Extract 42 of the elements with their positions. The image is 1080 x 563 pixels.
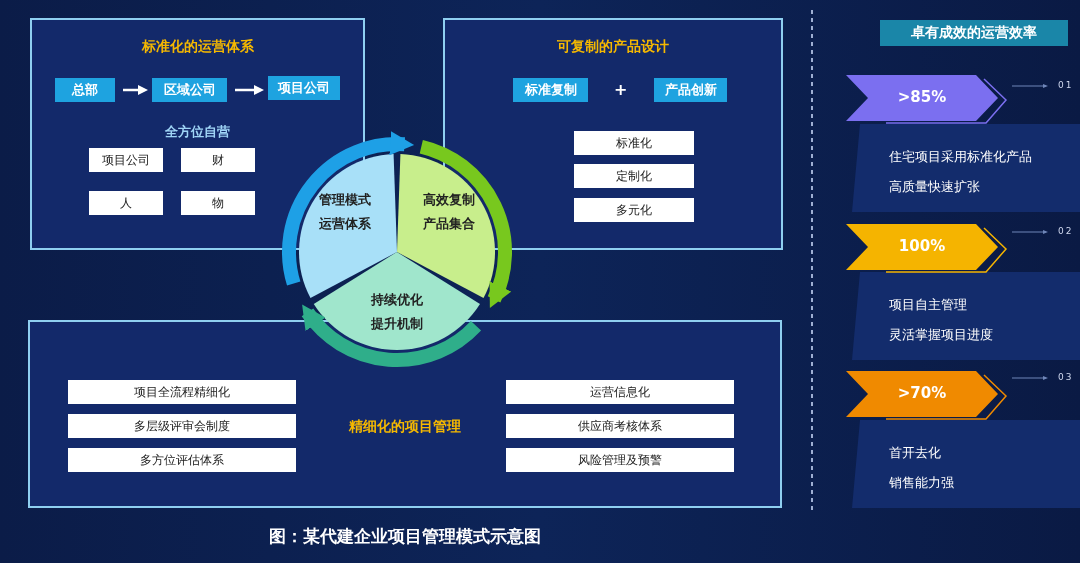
category-tag: 总部	[55, 78, 115, 102]
plus-sign: +	[614, 80, 628, 99]
item-box: 项目公司	[89, 148, 163, 172]
card-text: 灵活掌握项目进度	[889, 326, 993, 344]
pie-segment: 持续优化提升机制	[312, 252, 482, 350]
item-box: 定制化	[574, 164, 694, 188]
category-tag: 项目公司	[268, 76, 340, 100]
step-number: 02	[1058, 226, 1074, 236]
category-tag: 产品创新	[654, 78, 727, 102]
item-box: 人	[89, 191, 163, 215]
card-text: 项目自主管理	[889, 296, 967, 314]
step-number: 01	[1058, 80, 1074, 90]
item-box: 项目全流程精细化	[68, 380, 296, 404]
item-box: 财	[181, 148, 255, 172]
category-tag: 区域公司	[152, 78, 227, 102]
subheading: 全方位自营	[165, 123, 230, 141]
info-card	[852, 124, 1080, 212]
card-text: 高质量快速扩张	[889, 178, 980, 196]
category-tag: 标准复制	[513, 78, 588, 102]
item-box: 供应商考核体系	[506, 414, 734, 438]
item-box: 物	[181, 191, 255, 215]
info-card	[852, 420, 1080, 508]
card-text: 首开去化	[889, 444, 941, 462]
arrow	[235, 85, 264, 95]
panel-heading: 精细化的项目管理	[349, 418, 461, 436]
panel-heading: 可复制的产品设计	[557, 38, 669, 56]
cycle-arrow	[419, 140, 512, 309]
cycle-arrow	[301, 304, 481, 367]
item-box: 风险管理及预警	[506, 448, 734, 472]
arrow	[123, 85, 148, 95]
item-box: 标准化	[574, 131, 694, 155]
panel-heading: 标准化的运营体系	[141, 38, 254, 56]
section-header: 卓有成效的运营效率	[880, 20, 1068, 46]
info-card	[852, 272, 1080, 360]
caption: 图：某代建企业项目管理模式示意图	[269, 525, 541, 548]
item-box: 运营信息化	[506, 380, 734, 404]
card-text: 销售能力强	[889, 474, 954, 492]
item-box: 多元化	[574, 198, 694, 222]
item-box: 多方位评估体系	[68, 448, 296, 472]
step-number: 03	[1058, 372, 1074, 382]
item-box: 多层级评审会制度	[68, 414, 296, 438]
card-text: 住宅项目采用标准化产品	[889, 148, 1032, 166]
